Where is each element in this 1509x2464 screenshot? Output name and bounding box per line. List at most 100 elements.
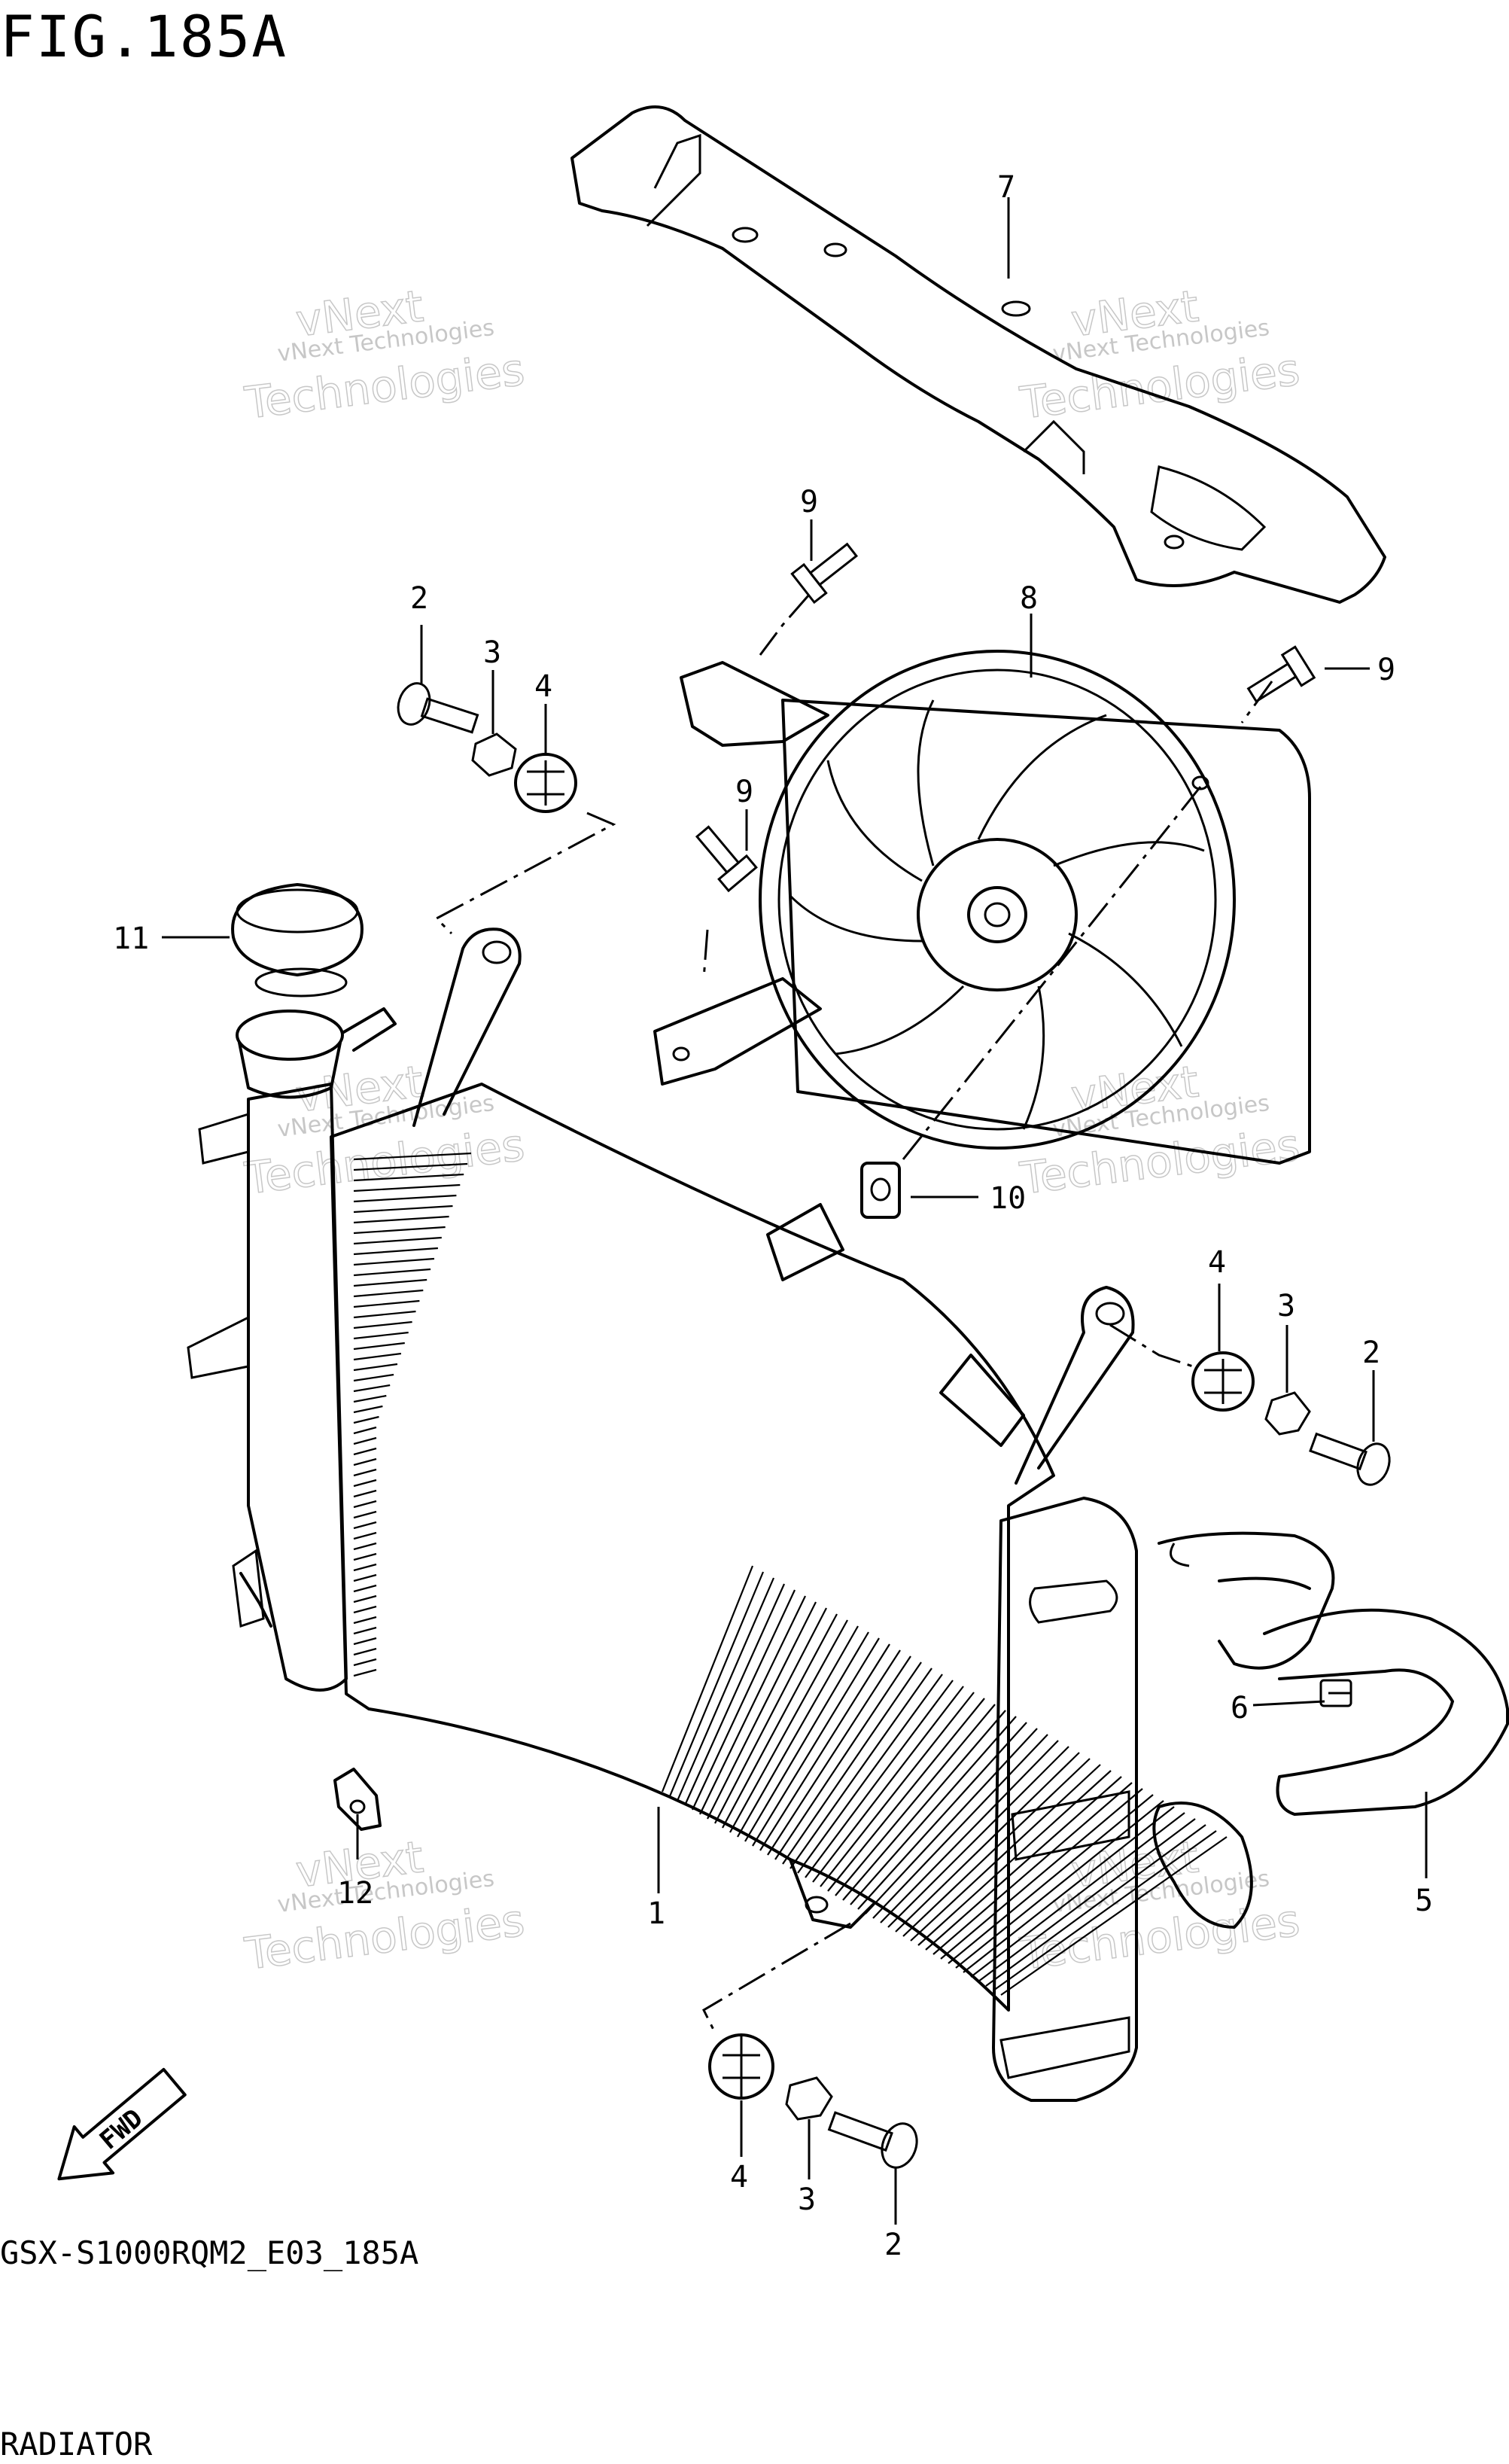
core-fin — [744, 1631, 869, 1842]
core-fin — [353, 1479, 377, 1488]
core-fin — [353, 1531, 377, 1540]
core-fin — [940, 1788, 1143, 1960]
callout-2-upper: 2 — [410, 581, 428, 616]
core-fin — [353, 1289, 424, 1298]
core-fin — [978, 1818, 1196, 1982]
part-10-clip-nut — [860, 1162, 901, 1219]
core-fin — [353, 1647, 377, 1656]
core-fin — [353, 1563, 377, 1572]
core-fin — [985, 1824, 1206, 1987]
core-fin — [353, 1247, 438, 1256]
core-fin — [910, 1764, 1101, 1942]
core-fin — [353, 1584, 377, 1593]
core-fin — [850, 1716, 1017, 1905]
core-fin — [714, 1607, 827, 1824]
core-fin — [353, 1426, 377, 1435]
radiator-core-fins — [353, 1152, 1228, 1996]
core-fin — [353, 1215, 449, 1224]
core-fin — [353, 1626, 377, 1635]
callout-2-lower: 2 — [884, 2228, 902, 2262]
core-fin — [353, 1384, 391, 1393]
callout-2-right: 2 — [1362, 1336, 1380, 1370]
core-fin — [353, 1468, 377, 1477]
callout-3-right: 3 — [1277, 1289, 1295, 1323]
part-12-clamp — [333, 1768, 382, 1831]
core-fin — [932, 1782, 1133, 1955]
core-fin — [948, 1794, 1154, 1964]
part-2-bolt-lower — [827, 2111, 918, 2169]
part-4-grommet-right — [1191, 1351, 1255, 1412]
core-fin — [880, 1740, 1059, 1923]
core-fin — [872, 1734, 1048, 1919]
core-fin — [353, 1205, 453, 1214]
callout-8: 8 — [1020, 581, 1038, 616]
core-fin — [707, 1601, 817, 1820]
core-fin — [759, 1643, 890, 1851]
core-fin — [353, 1183, 461, 1192]
callout-4-right: 4 — [1208, 1245, 1226, 1280]
core-fin — [887, 1746, 1069, 1928]
core-fin — [353, 1510, 377, 1519]
core-fin — [353, 1457, 377, 1467]
core-fin — [722, 1613, 838, 1829]
part-4-grommet-lower — [708, 2033, 774, 2100]
core-fin — [699, 1595, 806, 1815]
part-1-radiator — [187, 927, 1228, 2102]
core-fin — [353, 1521, 377, 1530]
core-fin — [353, 1489, 377, 1498]
core-fin — [353, 1616, 377, 1625]
core-fin — [353, 1268, 431, 1277]
core-fin — [353, 1405, 383, 1414]
figure-title: FIG.185A — [0, 3, 288, 70]
core-fin — [353, 1415, 379, 1424]
watermark: vNext Technologies vNext Technologies — [242, 1055, 528, 1205]
core-fin — [692, 1589, 796, 1811]
core-fin — [767, 1649, 901, 1856]
part-7-air-guide — [570, 105, 1386, 604]
core-fin — [676, 1577, 775, 1802]
callout-10: 10 — [990, 1181, 1026, 1216]
callout-4-upper: 4 — [534, 669, 552, 704]
core-fin — [917, 1770, 1112, 1946]
part-8-cooling-fan — [653, 650, 1311, 1165]
core-fin — [842, 1710, 1006, 1901]
core-fin — [353, 1500, 377, 1509]
core-fin — [752, 1637, 880, 1847]
core-fin — [683, 1583, 786, 1806]
leader-lines — [162, 197, 1428, 2225]
watermark: vNext Technologies vNext Technologies — [1017, 1055, 1304, 1205]
core-fin — [353, 1278, 427, 1287]
core-fin — [970, 1812, 1185, 1978]
core-fin — [925, 1776, 1122, 1951]
core-fin — [835, 1704, 996, 1896]
part-3-collar-lower — [785, 2076, 833, 2121]
core-fin — [353, 1299, 420, 1308]
part-2-bolt-right — [1309, 1432, 1391, 1486]
part-2-bolt-upper — [397, 682, 479, 734]
core-fin — [353, 1542, 377, 1551]
part-11-radiator-cap — [231, 883, 364, 997]
core-fin — [353, 1394, 387, 1403]
callout-5: 5 — [1415, 1884, 1433, 1918]
core-fin — [353, 1194, 457, 1203]
part-9-bolt-upper — [790, 542, 858, 605]
core-fin — [353, 1173, 464, 1182]
core-fin — [668, 1571, 765, 1797]
assembly-name: RADIATOR — [0, 2426, 153, 2462]
callout-1: 1 — [647, 1896, 665, 1931]
part-5-hose — [1152, 1531, 1509, 1929]
callout-3-upper: 3 — [483, 635, 501, 670]
part-4-grommet-upper — [514, 753, 577, 813]
part-3-collar-upper — [471, 732, 517, 777]
fwd-arrow-icon: FWD — [57, 2067, 187, 2181]
callout-11: 11 — [113, 921, 149, 956]
core-fin — [353, 1152, 472, 1161]
core-fin — [353, 1162, 468, 1171]
callout-7: 7 — [997, 170, 1015, 205]
core-fin — [782, 1661, 922, 1865]
core-fin — [353, 1573, 377, 1582]
core-fin — [963, 1806, 1175, 1973]
callout-4-lower: 4 — [730, 2160, 748, 2194]
core-fin — [812, 1686, 964, 1883]
